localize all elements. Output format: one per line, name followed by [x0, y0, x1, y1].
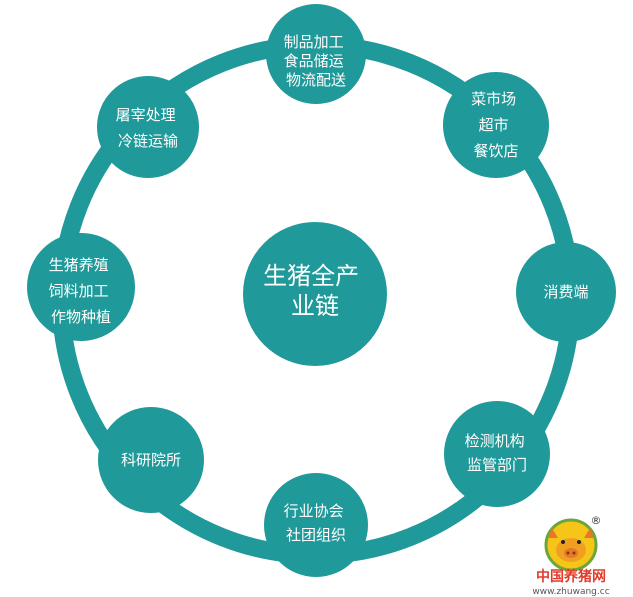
- registered-mark: ®: [591, 514, 602, 527]
- pig-face-icon: [544, 518, 598, 572]
- node-label: 屠宰处理 冷链运输: [116, 106, 181, 150]
- node-research: 科研院所: [98, 407, 204, 513]
- node-label: 行业协会 社团组织: [284, 502, 349, 544]
- node-label: 消费端: [543, 283, 588, 301]
- center-node: 生猪全产 业链: [243, 222, 387, 366]
- node-processing: 制品加工 食品储运 物流配送: [266, 4, 366, 104]
- node-farming: 生猪养殖 饲料加工 作物种植: [27, 233, 135, 341]
- node-label: 菜市场 超市 餐饮店: [471, 90, 521, 160]
- logo-name: 中国养猪网: [536, 568, 606, 585]
- center-label: 生猪全产 业链: [263, 262, 367, 320]
- site-logo: ® 中国养猪网 www.zhuwang.cc: [532, 514, 609, 597]
- node-label: 科研院所: [121, 451, 181, 469]
- node-slaughter: 屠宰处理 冷链运输: [97, 76, 199, 178]
- node-association: 行业协会 社团组织: [264, 473, 368, 577]
- node-market: 菜市场 超市 餐饮店: [443, 72, 549, 178]
- logo-url: www.zhuwang.cc: [532, 587, 609, 597]
- node-consumer: 消费端: [516, 242, 616, 342]
- node-inspection: 检测机构 监管部门: [444, 401, 550, 507]
- node-label: 生猪养殖 饲料加工 作物种植: [49, 256, 114, 326]
- node-label: 制品加工 食品储运 物流配送: [284, 33, 349, 89]
- node-label: 检测机构 监管部门: [465, 432, 530, 474]
